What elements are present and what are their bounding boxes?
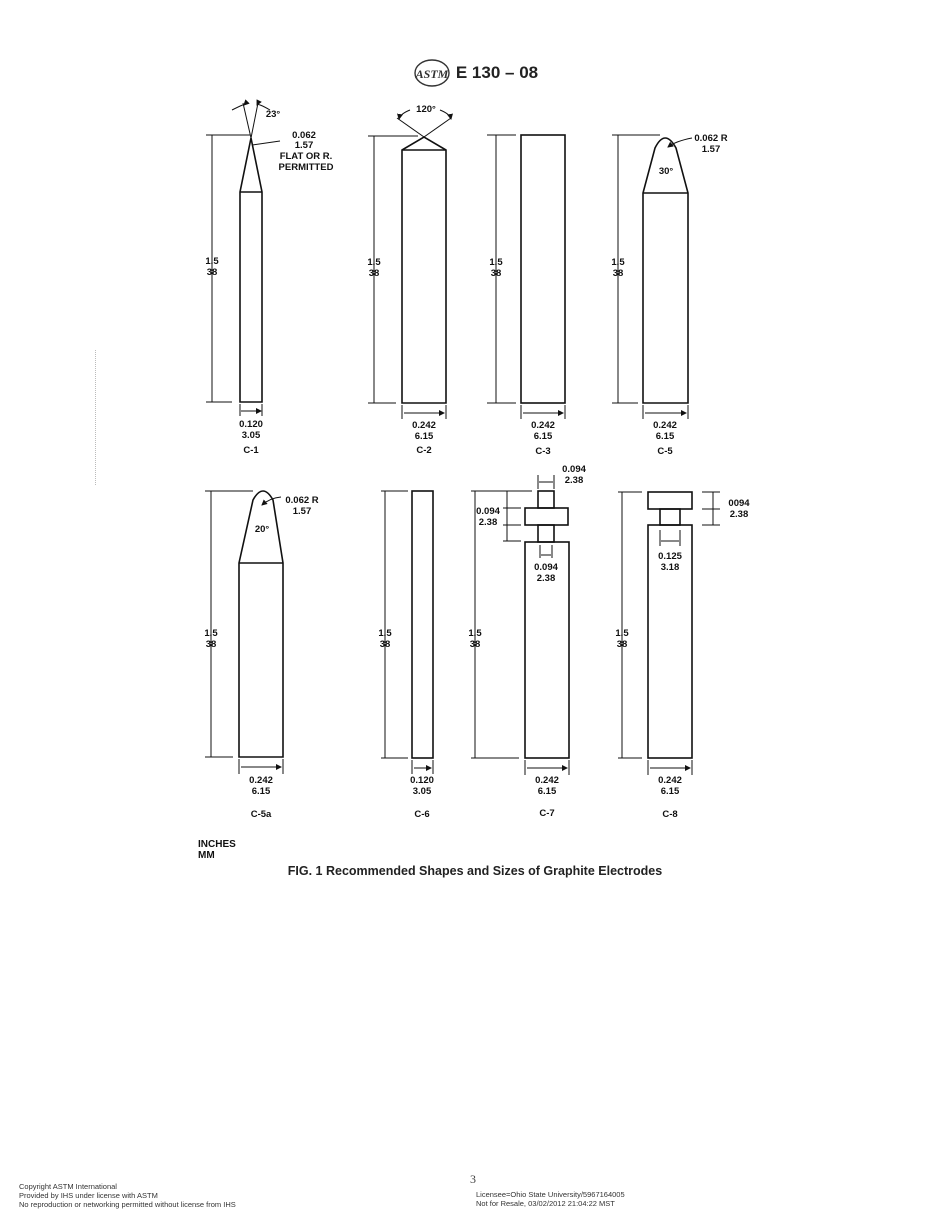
c3-height-in: 1.5 (489, 257, 503, 268)
c7-top-in: 0.094 (562, 464, 586, 475)
astm-logo-icon: ASTM (414, 59, 450, 87)
electrode-c8 (618, 491, 720, 775)
page-header: ASTM E 130 – 08 (0, 58, 950, 93)
c2-height-in: 1.5 (367, 257, 381, 268)
electrode-c1 (206, 99, 281, 416)
c6-label: C-6 (414, 809, 429, 820)
c5a-angle-label: 20° (255, 524, 270, 535)
c8-width-in: 0.242 (658, 775, 682, 786)
c2-width-in: 0.242 (412, 420, 436, 431)
c3-height-mm: 38 (491, 268, 502, 279)
c2-height-mm: 38 (369, 268, 380, 279)
footer-line: Provided by IHS under license with ASTM (19, 1191, 158, 1200)
electrode-c5 (612, 134, 693, 419)
c8-label: C-8 (662, 809, 677, 820)
c7-label: C-7 (539, 808, 554, 819)
c3-label: C-3 (535, 446, 550, 457)
footer-line: No reproduction or networking permitted … (19, 1200, 236, 1209)
c6-width-mm: 3.05 (413, 786, 432, 797)
c7-side-mm: 2.38 (479, 517, 498, 528)
electrode-c3 (487, 134, 566, 419)
c7-side-in: 0.094 (476, 506, 500, 517)
footer-copyright: Copyright ASTM International Provided by… (19, 1182, 236, 1209)
c1-tip-note2: PERMITTED (279, 162, 334, 173)
c6-height-mm: 38 (380, 639, 391, 650)
electrode-figure: 23° 0.062 1.57 FLAT OR R. PERMITTED 1.5 … (204, 99, 750, 820)
c1-height-mm: 38 (207, 267, 218, 278)
c8-neck-in: 0.125 (658, 551, 682, 562)
c6-width-in: 0.120 (410, 775, 434, 786)
c1-tip-in-label: 0.062 (292, 130, 316, 141)
footer-line: Licensee=Ohio State University/596716400… (476, 1190, 625, 1199)
c5a-radius-in: 0.062 R (285, 495, 318, 506)
c5-height-in: 1.5 (611, 257, 625, 268)
c1-width-mm: 3.05 (242, 430, 261, 441)
page-number: 3 (470, 1172, 476, 1186)
c5-radius-mm: 1.57 (702, 144, 721, 155)
c5-angle-label: 30° (659, 166, 674, 177)
margin-mark (95, 350, 98, 485)
c7-neck-mm: 2.38 (537, 573, 556, 584)
c1-angle-label: 23° (266, 109, 281, 120)
c8-width-mm: 6.15 (661, 786, 680, 797)
c5-width-mm: 6.15 (656, 431, 675, 442)
c2-width-mm: 6.15 (415, 431, 434, 442)
c3-width-in: 0.242 (531, 420, 555, 431)
c8-side-mm: 2.38 (730, 509, 749, 520)
electrode-c2 (368, 109, 453, 419)
figure-caption: FIG. 1 Recommended Shapes and Sizes of G… (287, 864, 663, 878)
electrode-c7 (471, 475, 570, 775)
c7-width-in: 0.242 (535, 775, 559, 786)
c7-height-in: 1.5 (468, 628, 482, 639)
c5-height-mm: 38 (613, 268, 624, 279)
c1-tip-note1: FLAT OR R. (280, 151, 333, 162)
svg-text:ASTM: ASTM (415, 67, 449, 81)
c1-tip-mm-label: 1.57 (295, 140, 314, 151)
c5-width-in: 0.242 (653, 420, 677, 431)
electrode-c6 (381, 490, 434, 774)
c8-height-in: 1.5 (615, 628, 629, 639)
footer-line: Copyright ASTM International (19, 1182, 117, 1191)
c8-neck-mm: 3.18 (661, 562, 680, 573)
units-inches: INCHES (198, 839, 236, 850)
c5-radius-in: 0.062 R (694, 133, 727, 144)
c8-side-in: 0094 (728, 498, 750, 509)
c7-neck-in: 0.094 (534, 562, 558, 573)
c8-height-mm: 38 (617, 639, 628, 650)
c5a-width-mm: 6.15 (252, 786, 271, 797)
footer-line: Not for Resale, 03/02/2012 21:04:22 MST (476, 1199, 615, 1208)
c5-label: C-5 (657, 446, 673, 457)
c5a-height-in: 1.5 (204, 628, 218, 639)
c5a-radius-mm: 1.57 (293, 506, 312, 517)
c5a-height-mm: 38 (206, 639, 217, 650)
c1-height-in: 1.5 (205, 256, 219, 267)
c5a-label: C-5a (251, 809, 272, 820)
c7-top-mm: 2.38 (565, 475, 584, 486)
c2-label: C-2 (416, 445, 431, 456)
c6-height-in: 1.5 (378, 628, 392, 639)
units-mm: MM (198, 850, 215, 861)
c7-height-mm: 38 (470, 639, 481, 650)
c1-label: C-1 (243, 445, 259, 456)
c2-angle-label: 120° (416, 104, 436, 115)
c3-width-mm: 6.15 (534, 431, 553, 442)
footer-license: Licensee=Ohio State University/596716400… (476, 1190, 625, 1208)
units-legend: INCHES MM (198, 839, 236, 861)
electrode-c5a (205, 490, 284, 774)
standard-designation: E 130 – 08 (455, 63, 539, 82)
c7-width-mm: 6.15 (538, 786, 557, 797)
c5a-width-in: 0.242 (249, 775, 273, 786)
c1-width-in: 0.120 (239, 419, 263, 430)
